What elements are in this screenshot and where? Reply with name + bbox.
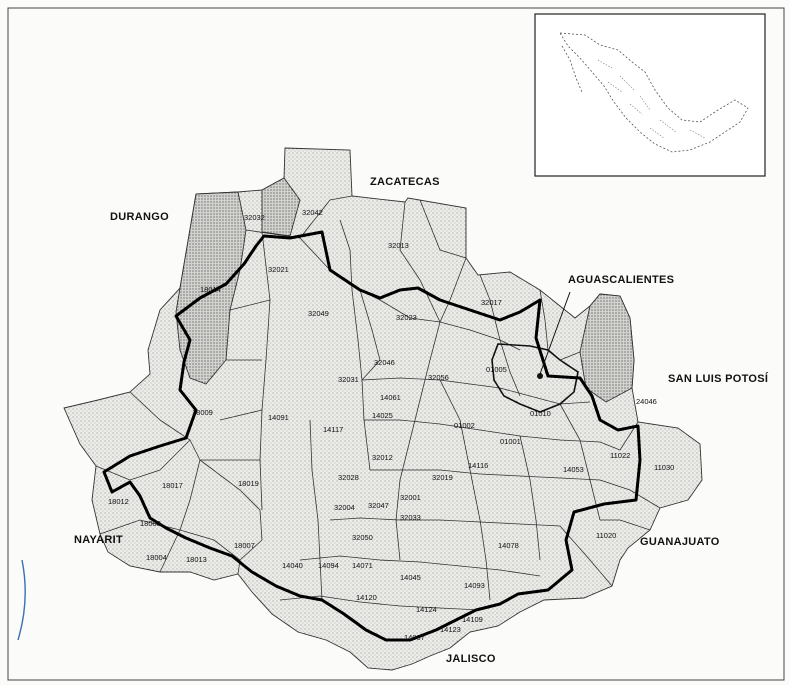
state-label-zacatecas: ZACATECAS: [370, 176, 440, 188]
code-label: 32047: [368, 501, 389, 510]
code-label: 18007: [234, 541, 255, 550]
code-label: 32012: [372, 453, 393, 462]
code-label: 32017: [481, 298, 502, 307]
code-label: 01002: [454, 421, 475, 430]
code-label: 11020: [596, 531, 616, 540]
zacatecas-shaded: [261, 177, 301, 237]
code-label: 32049: [308, 309, 329, 318]
durango-shaded: [175, 191, 247, 385]
state-label-san-luis-potosi: SAN LUIS POTOSÍ: [668, 372, 769, 385]
region-map: [63, 147, 703, 671]
municipality-lines: [95, 195, 661, 611]
aguascalientes-marker: [537, 373, 543, 379]
code-label: 14053: [563, 465, 584, 474]
code-label: 11022: [610, 451, 630, 460]
code-label: 18014: [200, 285, 221, 294]
code-label: 14109: [462, 615, 483, 624]
code-label: 14025: [372, 411, 393, 420]
code-label: 32050: [352, 533, 373, 542]
code-label: 14045: [400, 573, 421, 582]
code-label: 18009: [192, 408, 213, 417]
code-label: 18019: [238, 479, 259, 488]
code-label: 18012: [108, 497, 129, 506]
code-label: 18004: [146, 553, 167, 562]
inset-mexico-outline: [559, 32, 749, 153]
code-label: 01005: [486, 365, 507, 374]
code-label: 32019: [432, 473, 453, 482]
page-frame: [7, 7, 785, 681]
slp-shaded: [579, 293, 635, 403]
code-label: 14078: [498, 541, 519, 550]
state-label-guanajuato: GUANAJUATO: [640, 536, 720, 548]
code-label: 32042: [302, 208, 323, 217]
state-label-nayarit: NAYARIT: [74, 534, 123, 546]
code-label: 18008: [140, 519, 161, 528]
code-labels: 32042 32013 32021 32049 32023 32046 3203…: [108, 208, 674, 642]
code-label: 32056: [428, 373, 449, 382]
code-label: 14123: [440, 625, 461, 634]
inset-map: [534, 13, 766, 177]
code-label: 14120: [356, 593, 377, 602]
code-label: 11030: [654, 463, 674, 472]
code-label: 32001: [400, 493, 421, 502]
code-label: 14093: [464, 581, 485, 590]
study-region-border: [102, 230, 642, 642]
state-label-aguascalientes: AGUASCALIENTES: [568, 274, 674, 286]
code-label: 32004: [334, 503, 355, 512]
code-label: 14124: [416, 605, 437, 614]
code-label: 24046: [636, 397, 657, 406]
state-label-jalisco: JALISCO: [446, 653, 496, 665]
code-label: 32013: [388, 241, 409, 250]
state-labels: ZACATECAS DURANGO AGUASCALIENTES SAN LUI…: [74, 176, 769, 665]
code-label: 32033: [400, 513, 421, 522]
code-label: 32031: [338, 375, 359, 384]
code-label: 01001: [500, 437, 521, 446]
study-region-fill: [63, 147, 703, 671]
code-label: 18017: [162, 481, 183, 490]
aguascalientes-leader: [539, 291, 571, 375]
inset-frame: [534, 13, 766, 177]
ink-mark: [17, 559, 26, 641]
code-label: 14061: [380, 393, 401, 402]
code-label: 32021: [268, 265, 289, 274]
code-label: 18013: [186, 555, 207, 564]
code-label: 14094: [318, 561, 339, 570]
code-label: 14117: [323, 425, 343, 434]
code-label: 01010: [530, 409, 551, 418]
code-label: 14037: [404, 633, 425, 642]
code-label: 14091: [268, 413, 289, 422]
code-label: 14071: [352, 561, 373, 570]
code-label: 14116: [468, 461, 488, 470]
code-label: 14040: [282, 561, 303, 570]
code-label: 32028: [338, 473, 359, 482]
code-label: 32046: [374, 358, 395, 367]
code-label: 32032: [244, 213, 265, 222]
aguascalientes-outline: [491, 343, 579, 413]
code-label: 32023: [396, 313, 417, 322]
state-label-durango: DURANGO: [110, 211, 169, 223]
